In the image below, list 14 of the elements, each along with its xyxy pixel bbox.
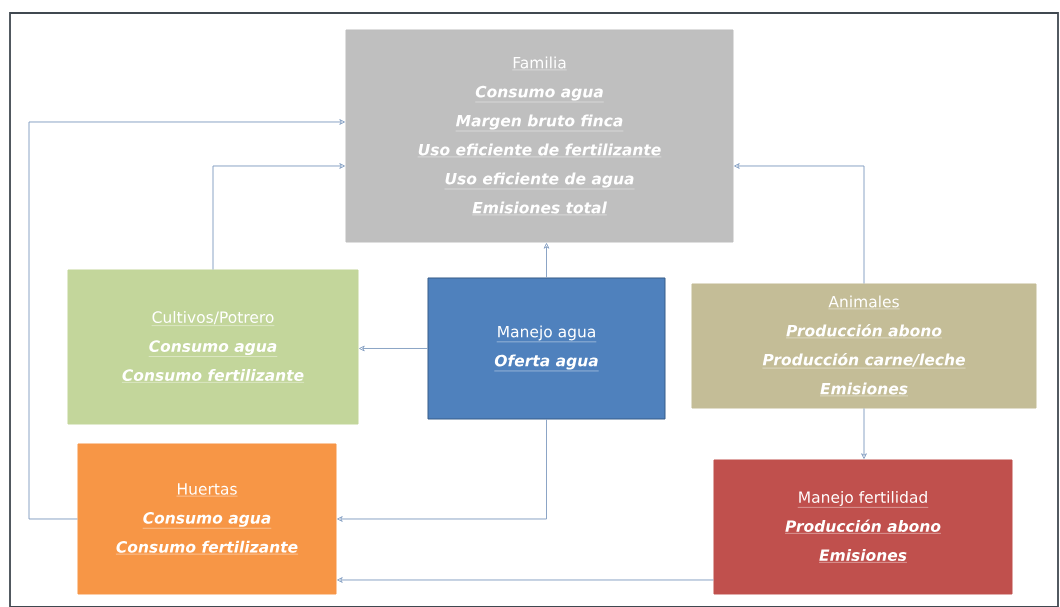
arrow [359, 345, 428, 352]
process-box: Manejo agua Oferta agua [427, 277, 666, 420]
process-box: Cultivos/Potrero Consumo agua Consumo fertilizante [67, 269, 359, 425]
arrow [734, 163, 865, 284]
arrow [543, 243, 550, 278]
process-box: Huertas Consumo agua Consumo fertilizante [77, 443, 337, 595]
process-box: Animales Producción abono Producción carne/leche Emisiones [691, 283, 1037, 409]
process-box: Manejo fertilidad Producción abono Emisiones [713, 459, 1013, 595]
arrow [337, 419, 547, 522]
process-box: Familia Consumo agua Margen bruto finca Uso eficiente de fertilizante Uso eficiente de agua Emisiones total [345, 29, 734, 243]
arrow [337, 577, 714, 583]
arrow [28, 119, 345, 520]
arrow [212, 163, 345, 270]
arrow [861, 408, 867, 459]
